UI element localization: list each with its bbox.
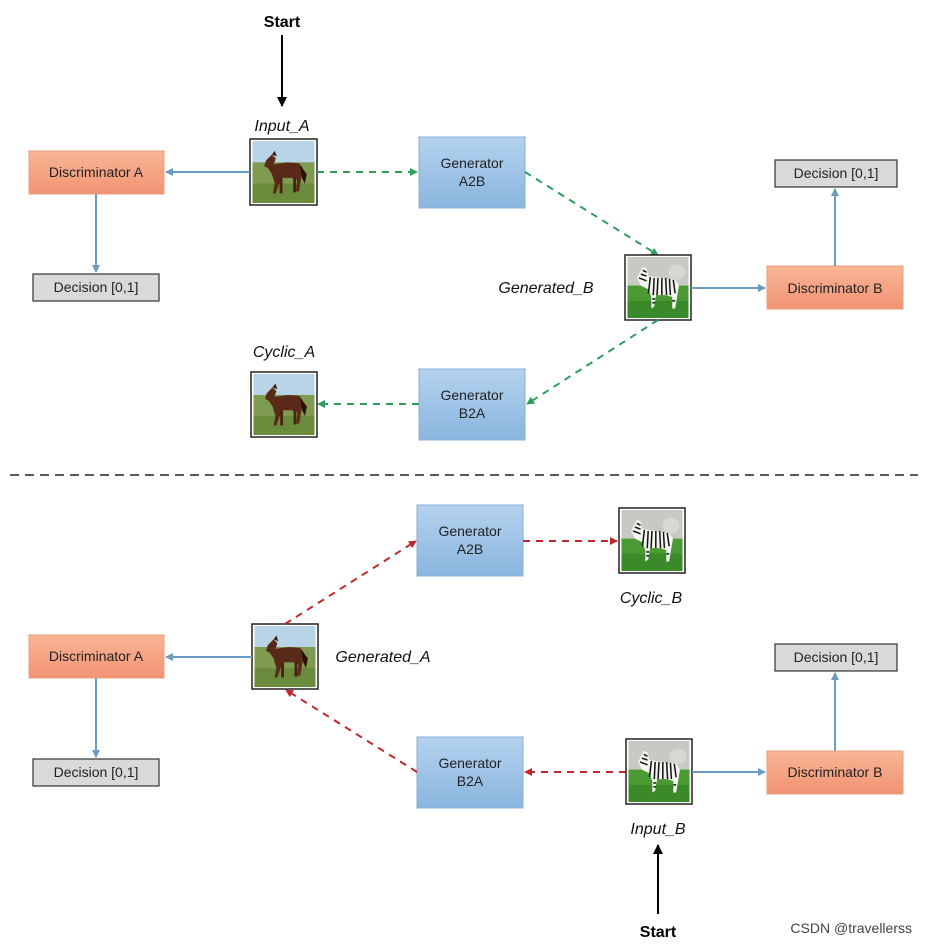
discriminator-b-top: Discriminator B bbox=[766, 265, 904, 310]
generated-a-label: Generated_A bbox=[335, 649, 430, 666]
generator-a2b-top: Generator A2B bbox=[418, 136, 526, 209]
input-a-horse-image bbox=[249, 138, 318, 206]
discriminator-b-bottom-label: Discriminator B bbox=[788, 764, 883, 780]
input-a-label: Input_A bbox=[254, 118, 309, 135]
generator-b2a-bottom: Generator B2A bbox=[416, 736, 524, 809]
discriminator-a-bottom: Discriminator A bbox=[28, 634, 165, 679]
discriminator-a-bottom-label: Discriminator A bbox=[49, 648, 144, 664]
arrow-generated-b-to-gen-b2a bbox=[526, 319, 659, 405]
start-label-top: Start bbox=[264, 14, 301, 31]
generator-b2a-bottom-line2: B2A bbox=[457, 773, 484, 789]
generator-b2a-top-line1: Generator bbox=[440, 387, 503, 403]
generated-b-zebra-image bbox=[624, 254, 692, 321]
arrow-gen-b2a-to-generated-a bbox=[285, 689, 418, 773]
generator-b2a-top-line2: B2A bbox=[459, 405, 486, 421]
cyclic-b-zebra-image bbox=[618, 507, 686, 574]
generator-a2b-top-line2: A2B bbox=[459, 173, 485, 189]
start-label-bottom: Start bbox=[640, 924, 677, 941]
generator-a2b-bottom-line2: A2B bbox=[457, 541, 483, 557]
generator-b2a-bottom-line1: Generator bbox=[438, 755, 501, 771]
input-b-zebra-image bbox=[625, 738, 693, 805]
cyclic-a-label: Cyclic_A bbox=[253, 344, 315, 361]
arrow-generated-a-to-gen-a2b bbox=[284, 540, 417, 625]
generator-a2b-top-line1: Generator bbox=[440, 155, 503, 171]
cyclic-a-horse-image bbox=[250, 371, 318, 438]
decision-b-bottom: Decision [0,1] bbox=[774, 643, 898, 672]
decision-b-top: Decision [0,1] bbox=[774, 159, 898, 188]
decision-b-top-label: Decision [0,1] bbox=[794, 165, 879, 181]
discriminator-a-top-label: Discriminator A bbox=[49, 164, 144, 180]
discriminator-b-top-label: Discriminator B bbox=[788, 280, 883, 296]
cyclic-b-label: Cyclic_B bbox=[620, 590, 683, 607]
discriminator-b-bottom: Discriminator B bbox=[766, 750, 904, 795]
decision-a-top-label: Decision [0,1] bbox=[54, 279, 139, 295]
input-b-label: Input_B bbox=[630, 821, 685, 838]
arrow-gen-a2b-to-generated-b bbox=[524, 171, 659, 256]
generator-b2a-top: Generator B2A bbox=[418, 368, 526, 441]
generator-a2b-bottom-line1: Generator bbox=[438, 523, 501, 539]
decision-a-top: Decision [0,1] bbox=[32, 273, 160, 302]
watermark-text: CSDN @travellerss bbox=[790, 920, 912, 936]
generated-a-horse-image bbox=[251, 623, 319, 690]
generator-a2b-bottom: Generator A2B bbox=[416, 504, 524, 577]
generated-b-label: Generated_B bbox=[498, 280, 594, 297]
decision-a-bottom-label: Decision [0,1] bbox=[54, 764, 139, 780]
decision-a-bottom: Decision [0,1] bbox=[32, 758, 160, 787]
discriminator-a-top: Discriminator A bbox=[28, 150, 165, 195]
decision-b-bottom-label: Decision [0,1] bbox=[794, 649, 879, 665]
